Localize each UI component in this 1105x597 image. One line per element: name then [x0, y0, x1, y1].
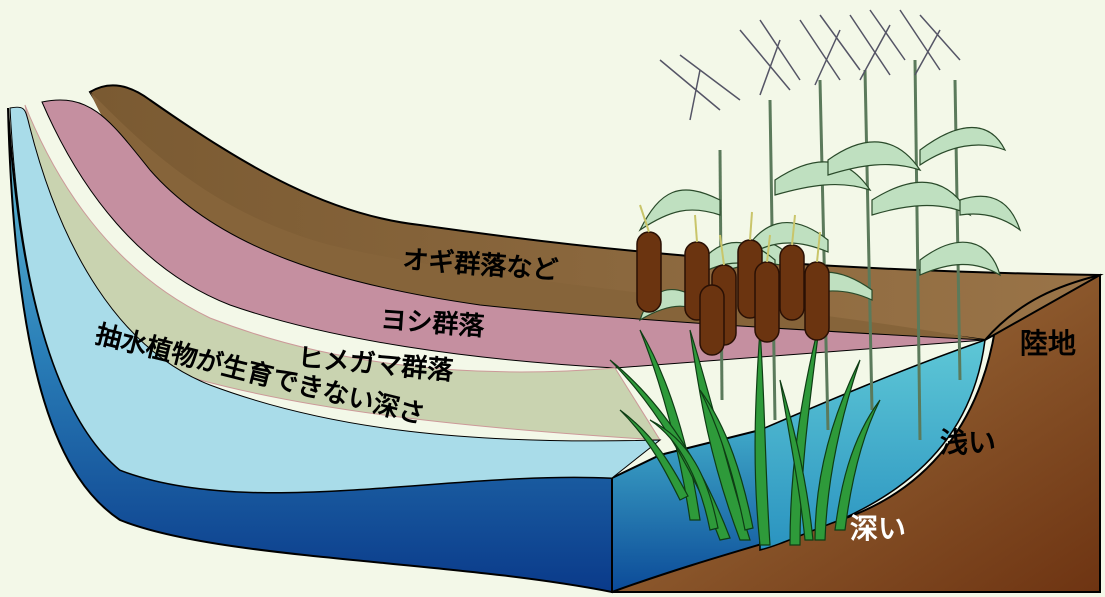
land-edge: [984, 274, 1101, 341]
label-yoshi: ヨシ群落: [380, 305, 487, 342]
cattail-icon: [609, 204, 881, 546]
label-shallow: 浅い: [940, 426, 996, 459]
zone-no-emergent: [9, 106, 662, 494]
label-land: 陸地: [1020, 327, 1076, 360]
zone-yoshi: [41, 99, 986, 369]
shallow-water: [759, 338, 986, 551]
label-deep: 深い: [850, 512, 906, 545]
